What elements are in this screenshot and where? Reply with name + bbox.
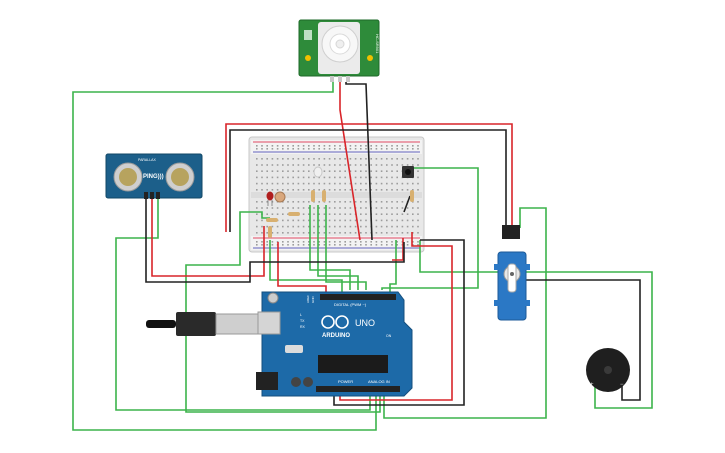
resistors <box>266 190 414 238</box>
buzzer-plus-label: + <box>590 382 594 388</box>
arduino-brand-label: ARDUINO <box>322 333 350 339</box>
red-led[interactable] <box>266 191 274 207</box>
ultrasonic-maker: PARALLAX <box>138 158 156 162</box>
arduino-gnd-label: GND <box>311 296 315 304</box>
pushbutton[interactable] <box>402 166 414 178</box>
pir-side-label: HC-SR501 <box>375 34 380 54</box>
arduino-tx-label: TX <box>300 319 305 323</box>
arduino-digital-label: DIGITAL (PWM ~) <box>334 302 367 307</box>
arduino-model-label: UNO <box>355 318 375 328</box>
usb-cable <box>146 312 265 336</box>
arduino-l-label: L <box>300 313 302 317</box>
arduino-power-label: POWER <box>338 379 353 384</box>
black-wires <box>145 82 641 406</box>
arduino-analog-label: ANALOG IN <box>368 379 390 384</box>
arduino-uno[interactable]: ARDUINO UNO DIGITAL (PWM ~) POWER ANALOG… <box>256 291 413 397</box>
ultrasonic-model: PING))) <box>143 174 164 180</box>
buzzer[interactable]: + − <box>586 348 630 392</box>
breadboard-holes <box>256 145 419 246</box>
arduino-aref-label: AREF <box>306 295 310 303</box>
pir-sensor[interactable]: HC-SR501 <box>298 19 380 82</box>
buzzer-minus-label: − <box>620 382 624 388</box>
arduino-on-label: ON <box>386 334 392 338</box>
ultrasonic-sensor[interactable]: PING))) PARALLAX <box>105 153 203 199</box>
arduino-rx-label: RX <box>300 325 306 329</box>
servo-motor[interactable] <box>494 225 530 321</box>
green-wires <box>72 82 653 431</box>
breadboard[interactable] <box>248 136 425 253</box>
photoresistor[interactable] <box>274 191 286 203</box>
red-wires <box>151 82 513 401</box>
clear-led[interactable] <box>313 166 323 178</box>
